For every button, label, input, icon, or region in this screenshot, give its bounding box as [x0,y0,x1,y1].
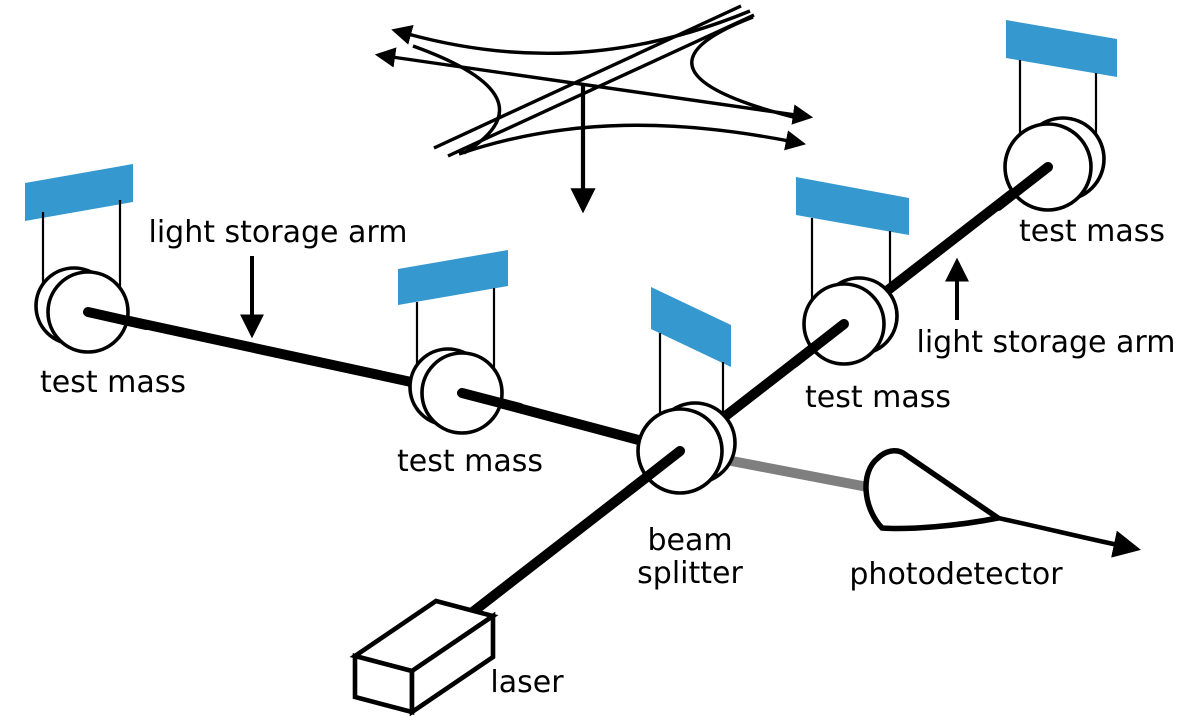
beam-stub-far-left [83,307,151,330]
test-mass-mirror-mid-right [802,276,899,366]
support-bar-mid-right [796,177,909,235]
label-beam-splitter-line1: beam [647,523,732,558]
beam-stub-mid-right [789,319,849,368]
label-photodetector: photodetector [849,557,1063,592]
mirrors [34,116,1106,495]
suspension-far-left [25,164,133,310]
gravitational-wave-symbol [374,4,814,214]
beam-splitter-mirror [636,401,737,495]
photodetector-group [863,448,1141,558]
beam-stubs [83,162,1053,495]
label-test-mass-far-left: test mass [40,365,186,400]
wave-flow-curve-bottom [458,123,807,156]
support-bar-far-left [25,164,133,221]
light-storage-arm-beam-right [448,162,1052,632]
test-mass-mirror-far-left [34,266,130,354]
support-bar-beam-splitter [651,287,731,367]
beam-stub-mid-left [457,388,525,413]
label-light-storage-arm-left: light storage arm [149,215,408,250]
laser-box [349,598,499,717]
label-light-storage-arm-right: light storage arm [917,325,1176,360]
label-test-mass-mid-left: test mass [397,444,543,479]
label-beam-splitter-line2: splitter [637,556,743,591]
laser-box-side-face [409,611,496,717]
label-arrows [240,256,969,339]
wave-flow-curve-top [391,9,751,56]
photodetector-cone [863,448,1005,532]
test-mass-mirror-mid-left [408,347,504,435]
label-test-mass-far-right: test mass [1019,214,1165,249]
wave-hyperbola-left [412,44,502,155]
beam-stub-beam-splitter [625,446,685,495]
wave-hyperbola-right [690,15,802,121]
detection-beam [715,453,879,494]
label-laser: laser [490,665,564,700]
support-bar-mid-left [398,250,508,305]
beam-stub-far-right [993,162,1053,211]
text-labels: test mass light storage arm test mass be… [40,214,1175,700]
photodetector-output-arrow [997,515,1141,558]
support-bar-far-right [1006,20,1117,77]
label-test-mass-mid-right: test mass [805,380,951,415]
wave-stretch-arrow-line [374,47,814,125]
